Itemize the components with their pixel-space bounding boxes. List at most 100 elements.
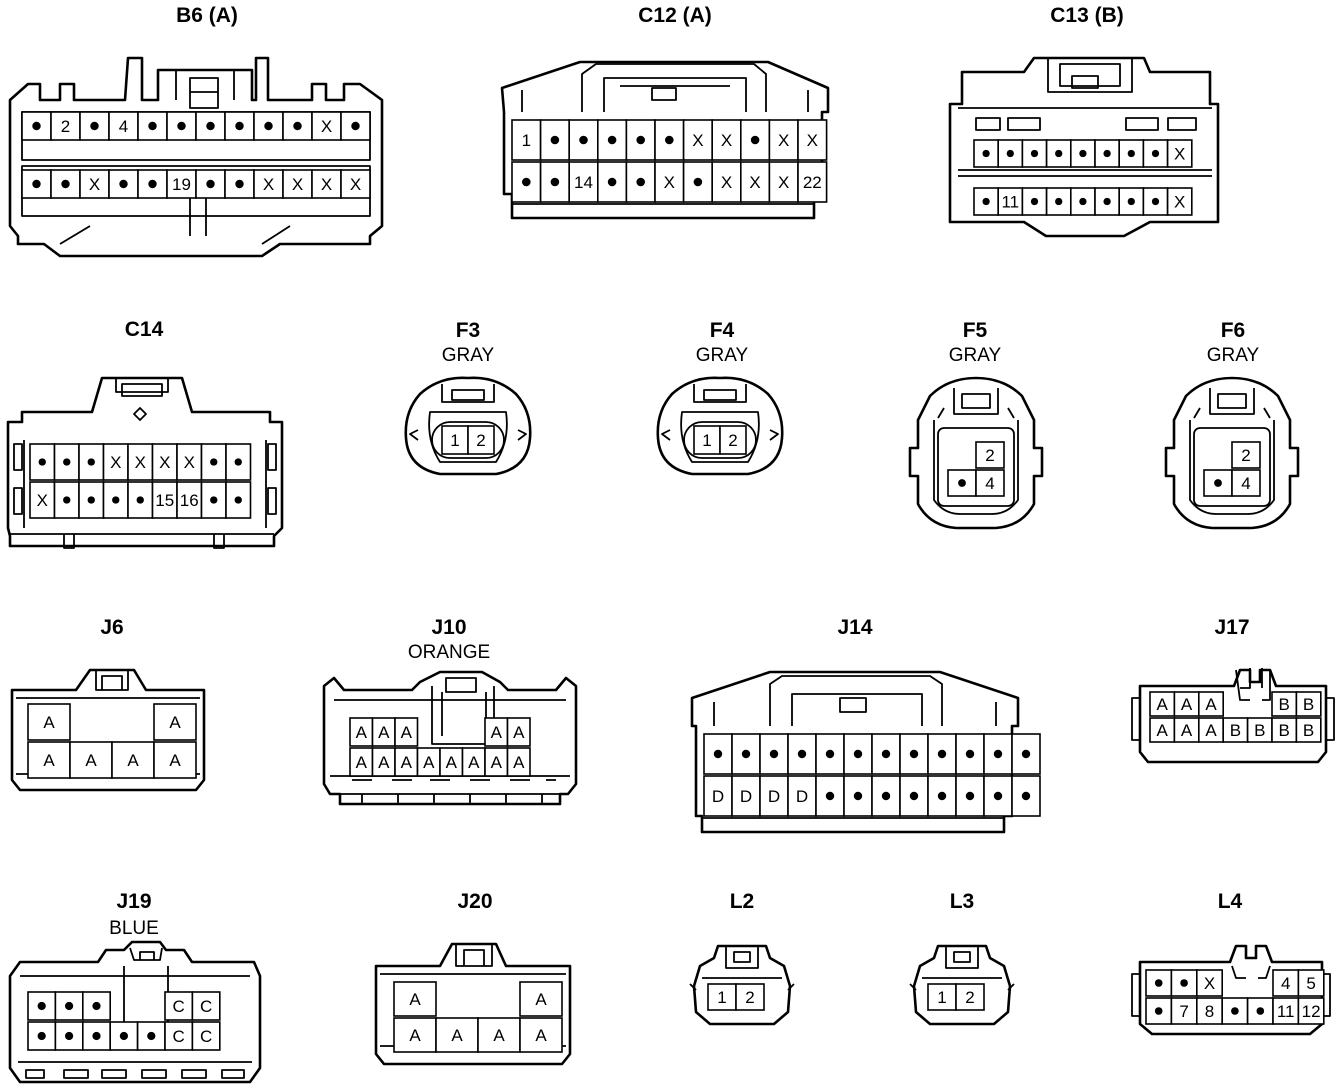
cavity xyxy=(127,481,154,519)
connector-label: C12 (A) xyxy=(638,4,712,27)
pin-dot xyxy=(937,749,947,759)
cavity xyxy=(1297,997,1325,1025)
pin-label: X xyxy=(778,173,789,192)
connector-lock xyxy=(1131,668,1335,741)
pin-label: X xyxy=(159,453,170,472)
pin-dot xyxy=(210,458,218,466)
connector-label: C13 (B) xyxy=(1050,4,1124,27)
pin-dot xyxy=(90,121,99,131)
cavity xyxy=(108,111,139,141)
pin-label: A xyxy=(535,1026,547,1045)
pin-shroud xyxy=(431,421,505,459)
pin-label: A xyxy=(468,753,480,772)
pin-label: X xyxy=(721,131,732,150)
connector-color: GRAY xyxy=(1207,345,1260,366)
pin-dot xyxy=(1154,1007,1163,1015)
cavity xyxy=(151,481,178,519)
cavity xyxy=(477,1017,521,1053)
pin-dot xyxy=(636,135,645,145)
connector-label: J6 xyxy=(100,616,123,639)
pin-dot xyxy=(1151,197,1160,206)
cavity xyxy=(191,991,221,1021)
cavity xyxy=(1222,717,1249,743)
pin-shroud xyxy=(683,421,757,459)
connector-f5: F5 GRAY 24 xyxy=(908,319,1044,530)
cavity xyxy=(1170,997,1198,1025)
connector-rib xyxy=(10,378,277,549)
pin-dot xyxy=(550,135,560,145)
pin-label: A xyxy=(127,751,139,770)
pin-label: A xyxy=(169,751,181,770)
pin-dot xyxy=(206,121,215,131)
pin-dot xyxy=(351,121,360,131)
pin-dot xyxy=(1127,197,1135,206)
cavity xyxy=(519,981,563,1017)
cavity xyxy=(797,119,828,161)
cavity xyxy=(568,161,599,203)
pin-label: X xyxy=(721,173,732,192)
connector-lock xyxy=(409,384,527,463)
pin-label: 5 xyxy=(1306,974,1315,993)
pin-label: 8 xyxy=(1205,1002,1214,1021)
pin-label: 22 xyxy=(803,173,822,192)
cavity xyxy=(393,981,437,1017)
pin-dot xyxy=(853,791,863,801)
cavity xyxy=(53,481,80,519)
cavity xyxy=(1196,969,1224,997)
cavity xyxy=(1246,717,1273,743)
connector-lock xyxy=(909,946,1015,991)
pin-label: A xyxy=(493,1026,505,1045)
pin-dot xyxy=(1231,1007,1239,1015)
pin-dot xyxy=(32,179,41,189)
pin-dot xyxy=(234,458,242,466)
connector-label: L2 xyxy=(730,890,755,913)
pin-dot xyxy=(607,135,617,145)
connector-label: F4 xyxy=(710,319,735,342)
cavity xyxy=(1166,187,1193,216)
pin-label: A xyxy=(356,723,368,742)
pin-dot xyxy=(61,179,70,189)
pin-dot xyxy=(1180,979,1188,987)
pin-label: B xyxy=(1254,721,1265,740)
pin-dot xyxy=(64,1001,74,1011)
pin-dot xyxy=(1079,197,1087,206)
polarity-mark xyxy=(133,407,147,421)
pin-dot xyxy=(909,791,919,801)
pin-label: A xyxy=(491,723,503,742)
pin-dot xyxy=(958,479,966,487)
pin-dot xyxy=(750,135,760,145)
cavity xyxy=(166,169,197,199)
pin-dot xyxy=(550,177,560,187)
cavity xyxy=(735,983,765,1011)
pin-dot xyxy=(92,1001,101,1011)
pin-label: A xyxy=(401,723,413,742)
connector-label: J20 xyxy=(457,890,492,913)
cavity xyxy=(340,169,371,199)
pin-dot xyxy=(1127,149,1135,158)
connector-label: L4 xyxy=(1218,890,1243,913)
pin-label: A xyxy=(1157,721,1169,740)
connector-label: J10 xyxy=(431,616,466,639)
pin-dot xyxy=(693,177,703,187)
pin-label: A xyxy=(535,990,547,1009)
pin-dot xyxy=(965,791,975,801)
pin-label: 11 xyxy=(1277,1002,1295,1021)
connector-label: L3 xyxy=(950,890,975,913)
pin-label: A xyxy=(491,753,503,772)
pin-label: C xyxy=(200,1027,212,1046)
pin-label: 2 xyxy=(1241,446,1250,465)
connector-lock xyxy=(702,675,1004,819)
pin-label: A xyxy=(1205,721,1217,740)
cavity xyxy=(1231,469,1261,497)
pin-label: B xyxy=(1230,721,1241,740)
connector-lock xyxy=(661,384,779,463)
cavity xyxy=(975,469,1005,497)
